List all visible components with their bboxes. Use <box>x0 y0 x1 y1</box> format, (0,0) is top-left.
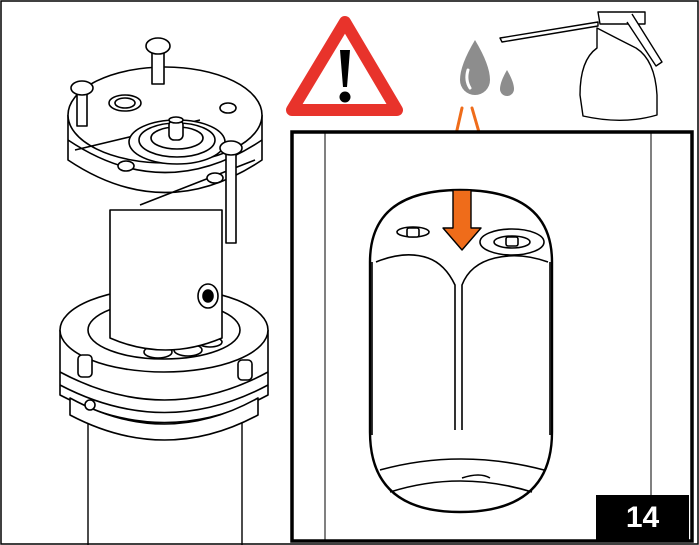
cylinder-port-inner <box>202 289 214 303</box>
lower-screw-hole <box>84 399 96 411</box>
center-stud-top <box>168 116 184 124</box>
middle-cylinder <box>109 209 223 351</box>
detail-panel <box>290 130 694 543</box>
pin-top-head <box>145 37 171 55</box>
oil-can-icon <box>499 11 663 121</box>
plate-screw-left <box>117 160 135 172</box>
step-number-badge: 14 <box>596 495 689 540</box>
lower-pin-left <box>77 354 93 378</box>
lower-tube <box>87 410 243 545</box>
pin-right-head <box>219 140 243 156</box>
pin-right <box>225 144 237 244</box>
spindle-assembly <box>59 37 269 545</box>
lower-collar-ring-2 <box>59 384 269 414</box>
lower-pin-right <box>237 359 253 381</box>
plate-hole-inner <box>114 97 136 109</box>
arrow-down-icon <box>442 189 482 251</box>
lower-collar-ring-1 <box>59 371 269 401</box>
lower-collar-base <box>69 397 259 441</box>
pin-left-head <box>70 80 94 96</box>
plate-screw-top <box>219 102 237 114</box>
oil-drops-icon <box>460 40 514 96</box>
warning-triangle-icon <box>286 16 403 116</box>
plate-screw-right <box>206 172 224 184</box>
